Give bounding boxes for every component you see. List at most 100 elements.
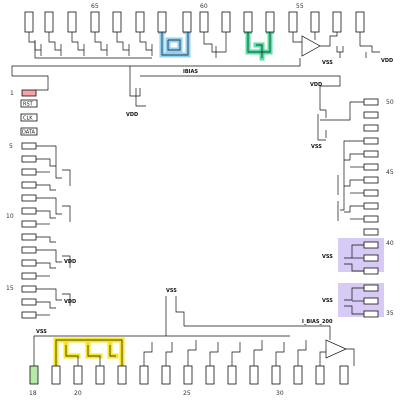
pad-bottom[interactable] <box>51 365 61 385</box>
control-box-clk[interactable]: CLK <box>20 113 38 122</box>
pad-right[interactable] <box>363 137 379 145</box>
pin-number: 1 <box>10 90 14 97</box>
pad-right[interactable] <box>363 310 379 318</box>
data-label: DATA <box>22 130 35 136</box>
pin-number: 5 <box>9 143 13 150</box>
rst-label: RST <box>23 102 34 108</box>
pad-bottom[interactable] <box>227 365 237 385</box>
net-label-vdd: VDD <box>64 299 76 305</box>
pad-bottom[interactable] <box>183 365 193 385</box>
bottom-pad-row <box>29 365 349 385</box>
clk-label: CLK <box>23 116 33 122</box>
pad-right[interactable] <box>363 202 379 210</box>
highlight-yellow-mirror[interactable] <box>52 337 126 384</box>
pad-left[interactable] <box>21 142 37 150</box>
pad-left[interactable] <box>21 181 37 189</box>
pad-bottom[interactable] <box>249 365 259 385</box>
pad-top[interactable] <box>67 11 77 33</box>
net-label-vdd: VDD <box>64 259 76 265</box>
pin-number: 25 <box>183 390 191 397</box>
pad-left[interactable] <box>21 207 37 215</box>
pad-top[interactable] <box>135 11 145 33</box>
pad-top[interactable] <box>332 11 342 33</box>
control-box-rst[interactable]: RST <box>20 99 38 108</box>
pin-number: 65 <box>91 3 99 10</box>
pad-bottom[interactable] <box>315 365 325 385</box>
pad-left[interactable] <box>21 155 37 163</box>
pad-top[interactable] <box>310 11 320 33</box>
pad-top[interactable] <box>44 11 54 33</box>
pad-bottom[interactable] <box>205 365 215 385</box>
pad-left[interactable] <box>21 168 37 176</box>
net-label-vss: VSS <box>166 288 177 294</box>
net-label-vdd: VDD <box>126 112 138 118</box>
pad-top[interactable] <box>243 11 253 33</box>
pad-bottom[interactable] <box>139 365 149 385</box>
pad-left[interactable] <box>21 246 37 254</box>
pin-number: 20 <box>74 390 82 397</box>
pad-left[interactable] <box>21 233 37 241</box>
pad-bottom[interactable] <box>73 365 83 385</box>
pin-number: 35 <box>386 310 394 317</box>
net-label-vss: VSS <box>322 298 333 304</box>
pad-left[interactable] <box>21 285 37 293</box>
pin-number: 40 <box>386 240 394 247</box>
net-label-vdd: VDD <box>310 82 322 88</box>
control-box-data[interactable]: DATA <box>20 127 38 136</box>
pad-top[interactable] <box>221 11 231 33</box>
pad-left-highlighted[interactable] <box>21 89 37 97</box>
pad-right[interactable] <box>363 297 379 305</box>
pad-left[interactable] <box>21 259 37 267</box>
left-wiring <box>36 145 71 316</box>
net-label-vss: VSS <box>311 144 322 150</box>
right-wiring <box>337 140 364 315</box>
top-pad-row <box>24 11 365 33</box>
pad-top[interactable] <box>199 11 209 33</box>
net-label-vdd: VDD <box>381 58 393 64</box>
pad-right[interactable] <box>363 124 379 132</box>
pad-top[interactable] <box>112 11 122 33</box>
pad-bottom[interactable] <box>271 365 281 385</box>
net-label-ibias: IBIAS <box>183 69 198 75</box>
pad-top[interactable] <box>355 11 365 33</box>
pad-top[interactable] <box>265 11 275 33</box>
pin-number: 60 <box>200 3 208 10</box>
pin-number: 45 <box>386 169 394 176</box>
pad-bottom[interactable] <box>117 365 127 385</box>
right-pad-column <box>363 98 379 318</box>
pad-top[interactable] <box>90 11 100 33</box>
pad-right[interactable] <box>363 228 379 236</box>
pad-right[interactable] <box>363 176 379 184</box>
pad-right[interactable] <box>363 215 379 223</box>
pad-left[interactable] <box>21 298 37 306</box>
pad-right[interactable] <box>363 111 379 119</box>
pad-bottom-highlighted[interactable] <box>29 365 39 385</box>
pad-left[interactable] <box>21 311 37 319</box>
pad-bottom[interactable] <box>339 365 349 385</box>
pad-right[interactable] <box>363 189 379 197</box>
pin-number: 10 <box>6 213 14 220</box>
pad-right[interactable] <box>363 254 379 262</box>
pad-top[interactable] <box>182 11 192 33</box>
net-label-i-bias-200: I_BIAS_200 <box>302 319 333 325</box>
pad-top[interactable] <box>157 11 167 33</box>
pad-right[interactable] <box>363 241 379 249</box>
pad-right[interactable] <box>363 267 379 275</box>
pad-right[interactable] <box>363 163 379 171</box>
pad-bottom[interactable] <box>95 365 105 385</box>
pad-top[interactable] <box>24 11 34 33</box>
pad-left[interactable] <box>21 220 37 228</box>
pad-right[interactable] <box>363 284 379 292</box>
pad-bottom[interactable] <box>293 365 303 385</box>
left-pad-column <box>21 89 37 319</box>
pin-number: 55 <box>296 3 304 10</box>
top-wiring <box>11 32 380 141</box>
pad-left[interactable] <box>21 194 37 202</box>
pad-top[interactable] <box>288 11 298 33</box>
pad-right[interactable] <box>363 150 379 158</box>
pad-bottom[interactable] <box>161 365 171 385</box>
pin-number: 50 <box>386 99 394 106</box>
pad-right[interactable] <box>363 98 379 106</box>
pad-left[interactable] <box>21 272 37 280</box>
